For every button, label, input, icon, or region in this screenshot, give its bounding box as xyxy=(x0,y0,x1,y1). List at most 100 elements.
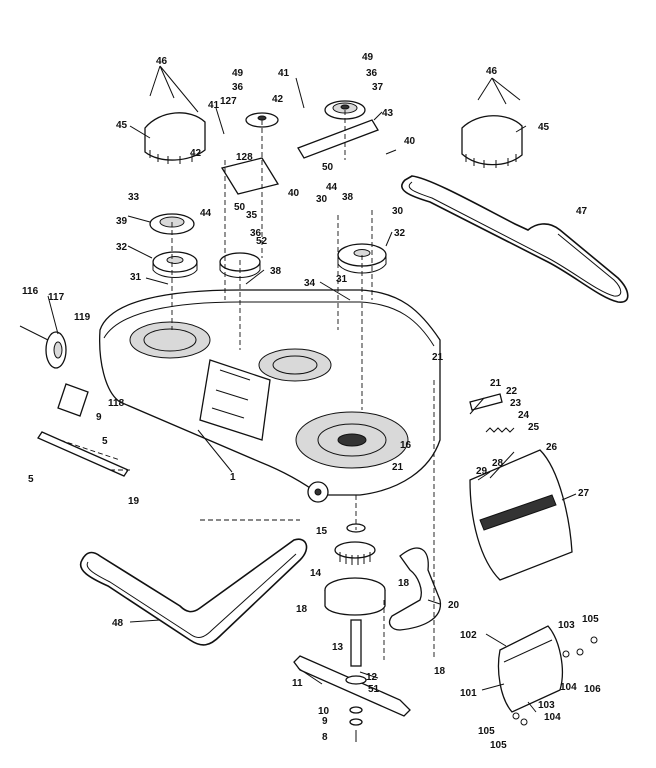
callout-102: 102 xyxy=(460,630,477,641)
mower-deck-housing-drawing xyxy=(99,289,441,503)
callout-50-left: 50 xyxy=(234,202,246,213)
callout-31-left: 31 xyxy=(130,272,142,283)
callout-15: 15 xyxy=(316,526,328,537)
callout-42-left: 42 xyxy=(190,148,202,159)
spindle-assembly-drawing xyxy=(324,523,386,667)
callout-18-spindle: 18 xyxy=(296,604,308,615)
gauge-wheel-117-drawing xyxy=(19,325,67,369)
callout-36-left: 36 xyxy=(232,82,244,93)
mulch-cover-101-drawing xyxy=(497,625,598,726)
callout-26: 26 xyxy=(546,442,558,453)
callout-30-right: 30 xyxy=(392,206,404,217)
callout-45-right: 45 xyxy=(538,122,550,133)
mower-blade-11-drawing xyxy=(293,655,411,742)
callout-36-mid: 36 xyxy=(250,228,262,239)
callout-29: 29 xyxy=(476,466,488,477)
callout-31-right: 31 xyxy=(336,274,348,285)
callout-105-top: 105 xyxy=(582,614,599,625)
callout-46-right: 46 xyxy=(486,66,498,77)
hanger-bracket-9-drawing xyxy=(37,383,129,477)
callout-51: 51 xyxy=(368,684,380,695)
callout-28: 28 xyxy=(492,458,504,469)
callout-37: 37 xyxy=(372,82,384,93)
callout-117: 117 xyxy=(48,292,65,303)
callout-38-mid: 38 xyxy=(270,266,282,277)
callout-23: 23 xyxy=(510,398,522,409)
assembly-lines xyxy=(59,110,435,660)
callout-104-bottom: 104 xyxy=(544,712,561,723)
callout-19: 19 xyxy=(128,496,140,507)
callout-46-left: 46 xyxy=(156,56,168,67)
callout-40-mid: 40 xyxy=(288,188,300,199)
callout-119: 119 xyxy=(74,312,91,323)
callout-105-bottom: 105 xyxy=(490,740,507,751)
callout-13: 13 xyxy=(332,642,344,653)
callout-14: 14 xyxy=(310,568,322,579)
deflector-guard-20-drawing xyxy=(388,547,441,631)
callout-38-top: 38 xyxy=(342,192,354,203)
callout-103-top: 103 xyxy=(558,620,575,631)
leader-lines xyxy=(47,65,577,713)
callout-48: 48 xyxy=(112,618,124,629)
callout-30-left: 30 xyxy=(316,194,328,205)
callout-5-right: 5 xyxy=(102,436,108,447)
callout-9-top: 9 xyxy=(96,412,102,423)
belt-47-drawing xyxy=(401,175,629,303)
callout-47: 47 xyxy=(576,206,588,217)
callout-34: 34 xyxy=(304,278,316,289)
callout-103-bottom: 103 xyxy=(538,700,555,711)
callout-1: 1 xyxy=(230,472,236,483)
callout-50-right: 50 xyxy=(322,162,334,173)
callout-9-bottom: 9 xyxy=(322,716,328,727)
callout-106: 106 xyxy=(584,684,601,695)
callout-24: 24 xyxy=(518,410,530,421)
callout-40-top: 40 xyxy=(404,136,416,147)
callout-22: 22 xyxy=(506,386,518,397)
callout-33: 33 xyxy=(128,192,140,203)
idler-arm-43-drawing xyxy=(297,119,379,159)
callout-labels: 46 45 49 36 127 41 42 41 42 49 36 37 43 … xyxy=(22,52,601,751)
idler-pulley-52-drawing xyxy=(219,252,261,278)
callout-16: 16 xyxy=(400,440,412,451)
callout-39: 39 xyxy=(116,216,128,227)
callout-21-deck: 21 xyxy=(392,462,404,473)
callout-10: 10 xyxy=(318,706,330,717)
callout-41-left: 41 xyxy=(208,100,220,111)
callout-101: 101 xyxy=(460,688,477,699)
callout-32-right: 32 xyxy=(394,228,406,239)
callout-32-left: 32 xyxy=(116,242,128,253)
callout-25: 25 xyxy=(528,422,540,433)
callout-43: 43 xyxy=(382,108,394,119)
callout-105-mid: 105 xyxy=(478,726,495,737)
callout-128: 128 xyxy=(236,152,253,163)
callout-35: 35 xyxy=(246,210,258,221)
callout-104-top: 104 xyxy=(560,682,577,693)
callout-18-guard: 18 xyxy=(398,578,410,589)
callout-127: 127 xyxy=(220,96,237,107)
callout-116: 116 xyxy=(22,286,39,297)
callout-5-left: 5 xyxy=(28,474,34,485)
belt-48-drawing xyxy=(79,538,308,646)
pulley-32-left-drawing xyxy=(152,251,198,278)
callout-41-right: 41 xyxy=(278,68,290,79)
callout-49-right: 49 xyxy=(362,52,374,63)
chute-hinge-parts-drawing xyxy=(469,393,515,433)
callout-49-left: 49 xyxy=(232,68,244,79)
belt-cover-right-drawing xyxy=(461,115,523,168)
callout-44-right: 44 xyxy=(326,182,338,193)
callout-27: 27 xyxy=(578,488,590,499)
callout-8: 8 xyxy=(322,732,328,743)
bracket-128-drawing xyxy=(220,157,280,195)
pulley-37-drawing xyxy=(324,100,366,120)
callout-20: 20 xyxy=(448,600,460,611)
belt-cover-left-drawing xyxy=(144,112,206,164)
callout-52: 52 xyxy=(256,236,268,247)
discharge-chute-27-drawing xyxy=(469,449,573,581)
callout-21-chute: 21 xyxy=(490,378,502,389)
callout-12: 12 xyxy=(366,672,378,683)
callout-36-right: 36 xyxy=(366,68,378,79)
callout-118: 118 xyxy=(108,398,125,409)
callout-21-top: 21 xyxy=(432,352,444,363)
